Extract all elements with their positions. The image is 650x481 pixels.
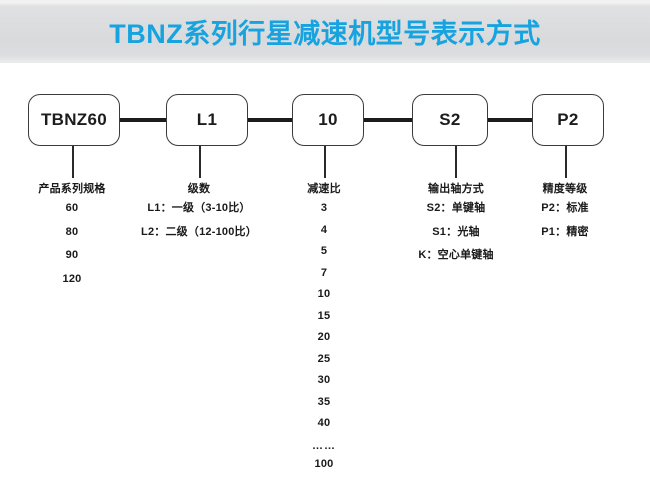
list-item: P1：精密 — [541, 225, 589, 238]
column-header-output-shaft: 输出轴方式 — [428, 183, 484, 195]
list-item: 10 — [317, 288, 331, 301]
list-item: 30 — [317, 374, 331, 387]
list-item: 60 — [65, 202, 79, 214]
list-item-ellipsis: …… — [312, 440, 336, 453]
node-box-stage[interactable]: L1 — [166, 94, 248, 146]
label-column-reduction-ratio: 减速比 3 4 5 7 10 15 20 25 30 35 40 …… 100 — [274, 180, 374, 481]
list-item: 4 — [320, 223, 328, 236]
list-item: S1：光轴 — [432, 225, 480, 238]
list-item: S2：单键轴 — [426, 202, 486, 214]
label-column-series-spec: 产品系列规格 60 80 90 120 — [2, 180, 142, 297]
drop-line-stage — [199, 146, 201, 178]
label-column-stage-count: 级数 L1：一级（3-10比） L2：二级（12-100比） — [129, 180, 269, 250]
list-item: L1：一级（3-10比） — [147, 202, 251, 214]
label-column-precision-grade: 精度等级 P2：标准 P1：精密 — [505, 180, 625, 250]
list-item: K：空心单键轴 — [418, 249, 494, 262]
list-item: 15 — [317, 309, 331, 322]
list-item: 5 — [320, 245, 328, 258]
node-box-precision[interactable]: P2 — [532, 94, 604, 146]
node-box-series[interactable]: TBNZ60 — [28, 94, 120, 146]
connector-shaft-precision — [486, 118, 534, 122]
list-item: P2：标准 — [541, 202, 589, 214]
column-header-precision-grade: 精度等级 — [542, 183, 588, 195]
node-box-ratio[interactable]: 10 — [292, 94, 364, 146]
drop-line-series — [72, 146, 74, 178]
list-item: 100 — [314, 458, 334, 471]
list-item: 40 — [317, 417, 331, 430]
connector-ratio-shaft — [362, 118, 414, 122]
column-header-series-spec: 产品系列规格 — [38, 183, 106, 195]
list-item: 20 — [317, 331, 331, 344]
drop-line-shaft — [455, 146, 457, 178]
list-item: 120 — [62, 272, 82, 285]
node-box-shaft[interactable]: S2 — [412, 94, 488, 146]
list-item: 90 — [65, 249, 79, 262]
drop-line-ratio — [324, 146, 326, 178]
list-item: 7 — [320, 266, 328, 279]
list-item: L2：二级（12-100比） — [141, 225, 257, 238]
page-title: TBNZ系列行星减速机型号表示方式 — [109, 19, 541, 49]
label-column-output-shaft: 输出轴方式 S2：单键轴 S1：光轴 K：空心单键轴 — [390, 180, 522, 274]
list-item: 80 — [65, 225, 79, 238]
list-item: 3 — [320, 202, 328, 214]
connector-series-stage — [118, 118, 168, 122]
list-item: 25 — [317, 352, 331, 365]
drop-line-precision — [565, 146, 567, 178]
list-item: 35 — [317, 395, 331, 408]
header-band: TBNZ系列行星减速机型号表示方式 — [0, 0, 650, 63]
column-header-stage-count: 级数 — [187, 183, 211, 195]
column-header-reduction-ratio: 减速比 — [307, 183, 341, 195]
connector-stage-ratio — [246, 118, 294, 122]
model-number-diagram: TBNZ60 L1 10 S2 P2 产品系列规格 60 80 90 120 级… — [0, 62, 650, 470]
